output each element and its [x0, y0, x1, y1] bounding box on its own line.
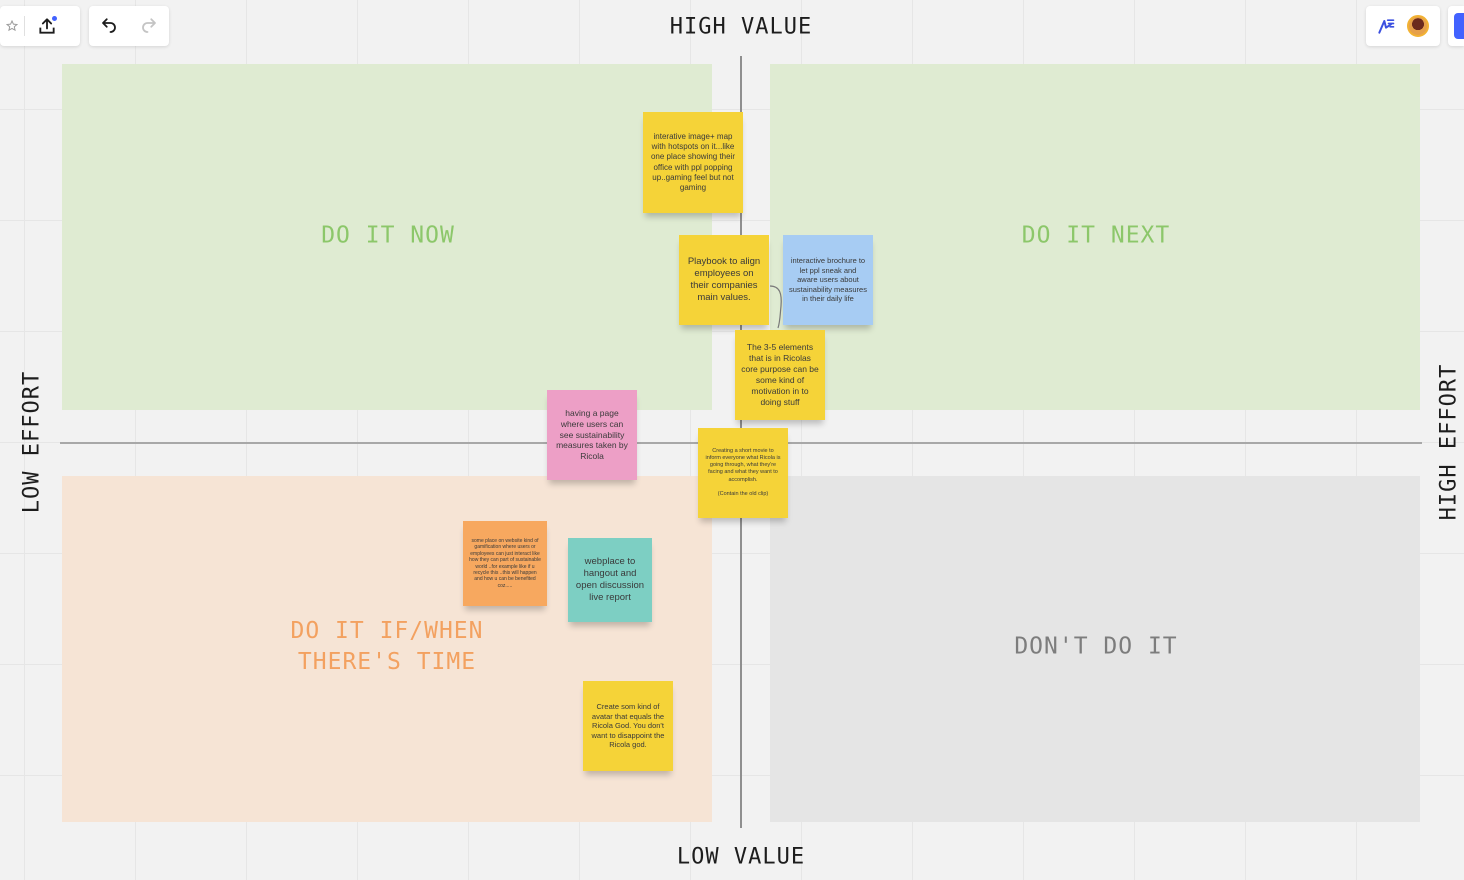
- axis-label-low-effort[interactable]: LOW EFFORT: [19, 370, 45, 514]
- sticky-note[interactable]: Creating a short movie to inform everyon…: [698, 428, 788, 518]
- sticky-note[interactable]: having a page where users can see sustai…: [547, 390, 637, 480]
- sticky-note[interactable]: The 3-5 elements that is in Ricolas core…: [735, 330, 825, 420]
- axis-label-high-effort[interactable]: HIGH EFFORT: [1436, 363, 1462, 521]
- sticky-note-text: having a page where users can see sustai…: [556, 407, 628, 462]
- sticky-note[interactable]: webplace to hangout and open discussion …: [568, 538, 652, 622]
- axis-label-high-value[interactable]: HIGH VALUE: [669, 14, 813, 40]
- board-toolbar: [0, 6, 80, 46]
- quadrant-do-it-next: [770, 64, 1420, 410]
- sticky-note[interactable]: Create som kind of avatar that equals th…: [583, 681, 673, 771]
- user-avatar-image: [1407, 15, 1429, 37]
- sticky-note-text: some place on website kind of gamificati…: [469, 537, 541, 589]
- quadrant-do-it-now: [62, 64, 712, 410]
- quadrant-label-now[interactable]: DO IT NOW: [321, 222, 455, 249]
- share-button-edge: [1454, 13, 1464, 39]
- history-toolbar: [89, 6, 169, 46]
- sticky-note[interactable]: Playbook to align employees on their com…: [679, 235, 769, 325]
- quadrant-dont-do-it: [770, 476, 1420, 822]
- upload-icon[interactable]: [31, 10, 63, 42]
- star-icon[interactable]: [0, 10, 24, 42]
- undo-icon[interactable]: [93, 10, 125, 42]
- flag-icon[interactable]: [1370, 10, 1402, 42]
- redo-icon[interactable]: [133, 10, 165, 42]
- sticky-note[interactable]: interative image+ map with hotspots on i…: [643, 112, 743, 213]
- collaboration-toolbar: [1366, 6, 1440, 46]
- sticky-note-text: webplace to hangout and open discussion …: [575, 555, 645, 604]
- quadrant-label-dont[interactable]: DON'T DO IT: [1014, 633, 1178, 660]
- sticky-note-text: Playbook to align employees on their com…: [687, 255, 761, 304]
- avatar[interactable]: [1402, 10, 1434, 42]
- sticky-note-text: The 3-5 elements that is in Ricolas core…: [741, 342, 819, 407]
- quadrant-label-next[interactable]: DO IT NEXT: [1021, 222, 1171, 249]
- sticky-note[interactable]: some place on website kind of gamificati…: [463, 521, 547, 606]
- sticky-note-text: interative image+ map with hotspots on i…: [650, 131, 736, 192]
- share-button-partial[interactable]: [1448, 6, 1464, 46]
- sticky-note-text: Creating a short movie to inform everyon…: [705, 448, 781, 497]
- sticky-note-text: interactive brochure to let ppl sneak an…: [789, 256, 867, 304]
- sticky-note-text: Create som kind of avatar that equals th…: [591, 702, 665, 750]
- sticky-note[interactable]: interactive brochure to let ppl sneak an…: [783, 235, 873, 325]
- toolbar-divider: [24, 16, 25, 36]
- connector-line[interactable]: [768, 284, 788, 330]
- quadrant-label-time[interactable]: DO IT IF/WHEN THERE'S TIME: [290, 618, 484, 675]
- axis-label-low-value[interactable]: LOW VALUE: [676, 844, 806, 870]
